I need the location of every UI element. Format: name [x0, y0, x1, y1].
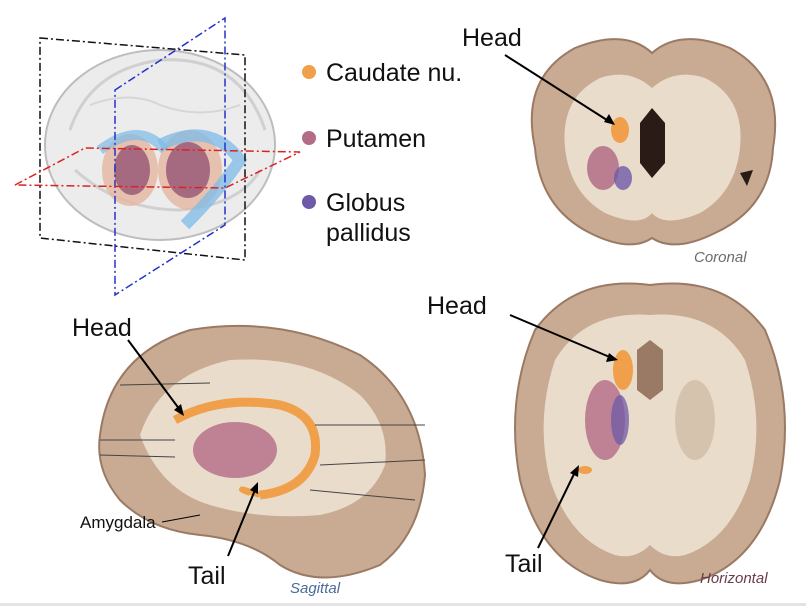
legend-caudate: Caudate nu.	[302, 58, 462, 88]
putamen-dot	[302, 131, 316, 145]
sagittal-slice	[98, 324, 427, 579]
amygdala-label: Amygdala	[80, 513, 156, 532]
horizontal-view-label: Horizontal	[700, 570, 768, 587]
horizontal-head-label: Head	[427, 292, 487, 320]
globus-dot	[302, 195, 316, 209]
legend-putamen: Putamen	[302, 124, 426, 154]
coronal-head-label: Head	[462, 24, 522, 52]
caudate-dot	[302, 65, 316, 79]
brain-3d-schematic	[14, 16, 301, 297]
horizontal-tail-label: Tail	[505, 550, 543, 578]
coronal-slice	[530, 38, 777, 246]
legend-globus: Globus pallidus	[302, 188, 411, 248]
bottom-rule	[0, 603, 806, 606]
sagittal-tail-label: Tail	[188, 562, 226, 590]
coronal-view-label: Coronal	[694, 249, 747, 266]
horizontal-slice	[514, 282, 786, 585]
sagittal-view-label: Sagittal	[290, 580, 341, 597]
legend-caudate-label: Caudate nu.	[326, 59, 463, 87]
legend-putamen-label: Putamen	[326, 125, 427, 153]
sagittal-head-label: Head	[72, 314, 132, 342]
legend-globus-label: Globus pallidus	[326, 189, 411, 247]
